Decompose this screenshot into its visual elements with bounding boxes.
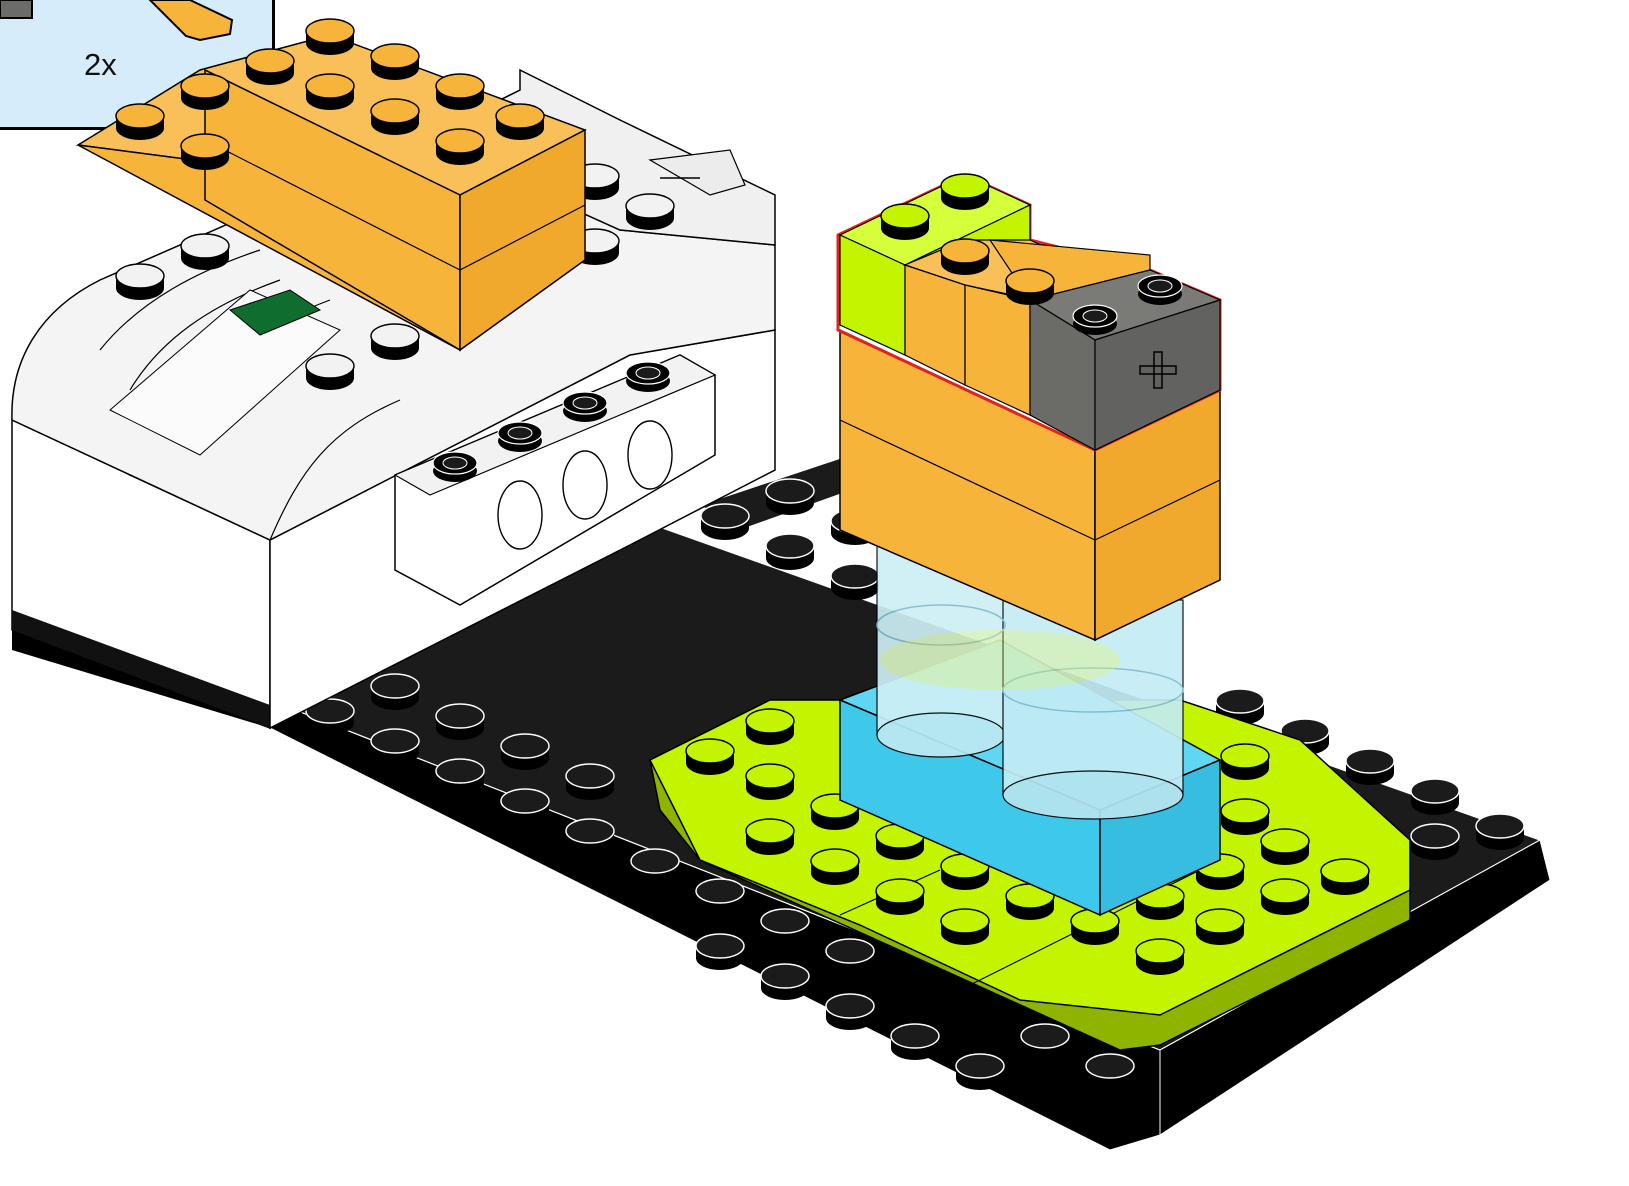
assembly-scene: [0, 0, 1629, 1186]
